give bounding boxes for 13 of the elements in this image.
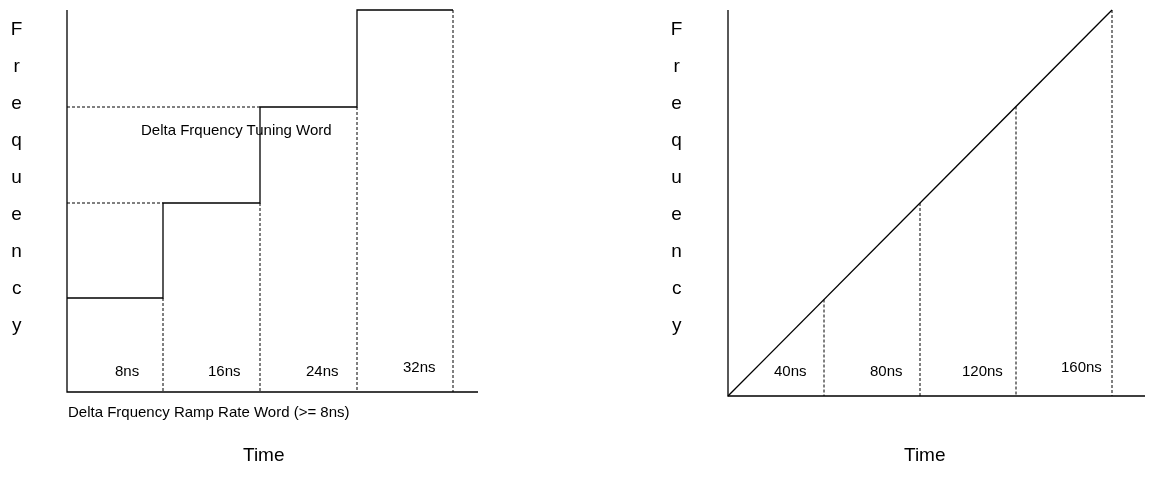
axis-title: Frequency xyxy=(10,17,24,337)
axis-title: Time xyxy=(904,444,946,466)
tick-label: 160ns xyxy=(1061,358,1102,376)
axis-title: Frequency xyxy=(670,17,684,337)
tick-label: 16ns xyxy=(208,362,241,380)
tick-label: 80ns xyxy=(870,362,903,380)
tick-label: 120ns xyxy=(962,362,1003,380)
axis-note: Delta Frquency Ramp Rate Word (>= 8ns) xyxy=(68,403,350,421)
tick-label: 40ns xyxy=(774,362,807,380)
axis-title: Time xyxy=(243,444,285,466)
tick-label: 24ns xyxy=(306,362,339,380)
tick-label: 8ns xyxy=(115,362,140,380)
tick-label: 32ns xyxy=(403,358,436,376)
